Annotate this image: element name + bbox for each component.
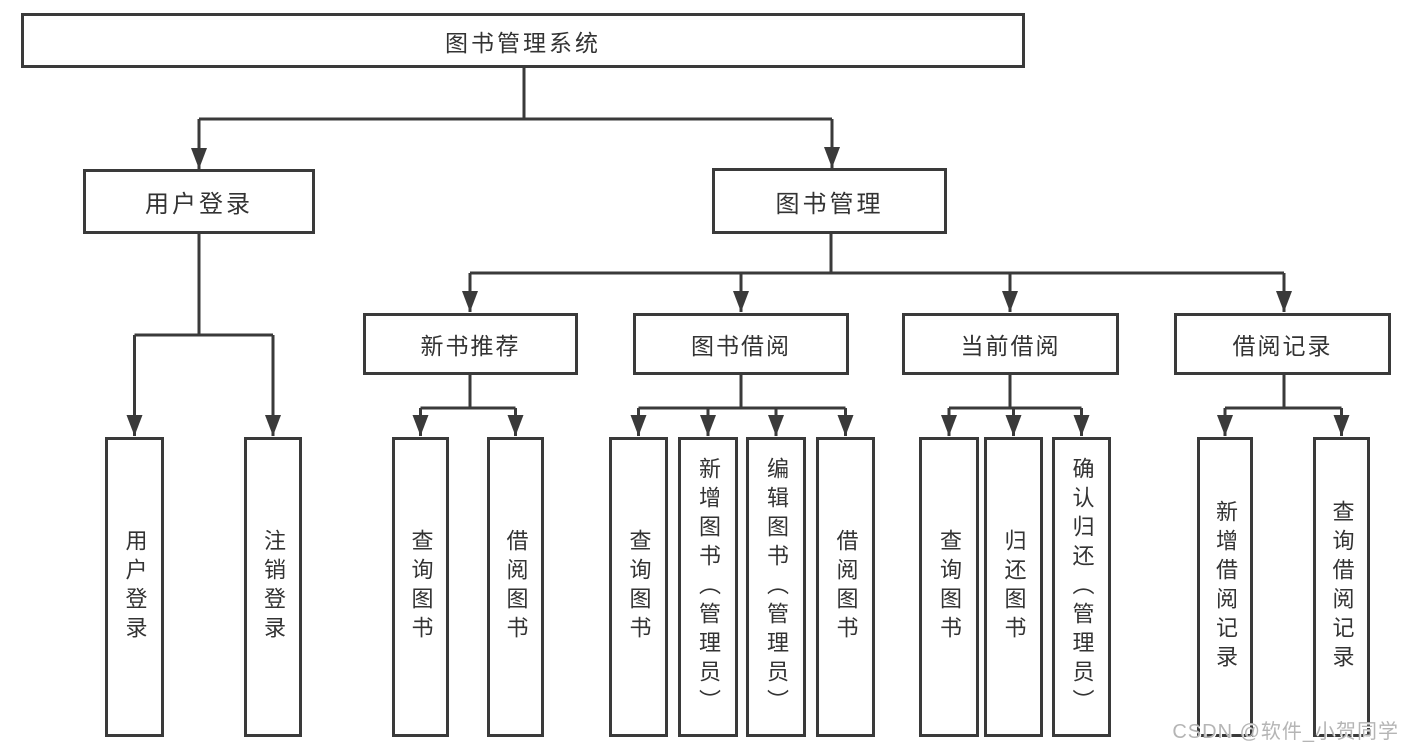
leaf-borrow-book: 借阅图书 <box>816 437 875 737</box>
node-book-management-label: 图书管理 <box>775 190 884 218</box>
node-current-borrow: 当前借阅 <box>902 313 1119 375</box>
node-user-login-label: 用户登录 <box>145 191 253 218</box>
leaf-user-login: 用户登录 <box>105 437 164 737</box>
node-book-borrow-label: 图书借阅 <box>691 333 791 359</box>
leaf-query-book-current: 查询图书 <box>919 437 979 737</box>
leaf-query-book-borrow: 查询图书 <box>609 437 668 737</box>
node-root-system: 图书管理系统 <box>21 13 1025 68</box>
leaf-query-borrow-record: 查询借阅记录 <box>1313 437 1370 737</box>
leaf-query-book-recommend: 查询图书 <box>392 437 449 737</box>
leaf-logout: 注销登录 <box>244 437 302 737</box>
node-book-borrow: 图书借阅 <box>633 313 849 375</box>
node-new-book-recommend: 新书推荐 <box>363 313 578 375</box>
leaf-return-book: 归还图书 <box>984 437 1043 737</box>
node-current-borrow-label: 当前借阅 <box>960 333 1061 359</box>
leaf-confirm-return-admin: 确认归还（管理员） <box>1052 437 1111 737</box>
leaf-add-book-admin: 新增图书（管理员） <box>678 437 738 737</box>
leaf-borrow-book-recommend: 借阅图书 <box>487 437 544 737</box>
node-user-login: 用户登录 <box>83 169 315 234</box>
node-book-management: 图书管理 <box>712 168 947 234</box>
node-borrow-record-label: 借阅记录 <box>1232 333 1333 359</box>
node-root-label: 图书管理系统 <box>445 29 601 56</box>
leaf-add-borrow-record: 新增借阅记录 <box>1197 437 1253 737</box>
csdn-watermark: CSDN @软件_小贺同学 <box>1172 721 1399 743</box>
leaf-edit-book-admin: 编辑图书（管理员） <box>746 437 806 737</box>
node-borrow-record: 借阅记录 <box>1174 313 1391 375</box>
node-new-book-recommend-label: 新书推荐 <box>420 333 521 359</box>
